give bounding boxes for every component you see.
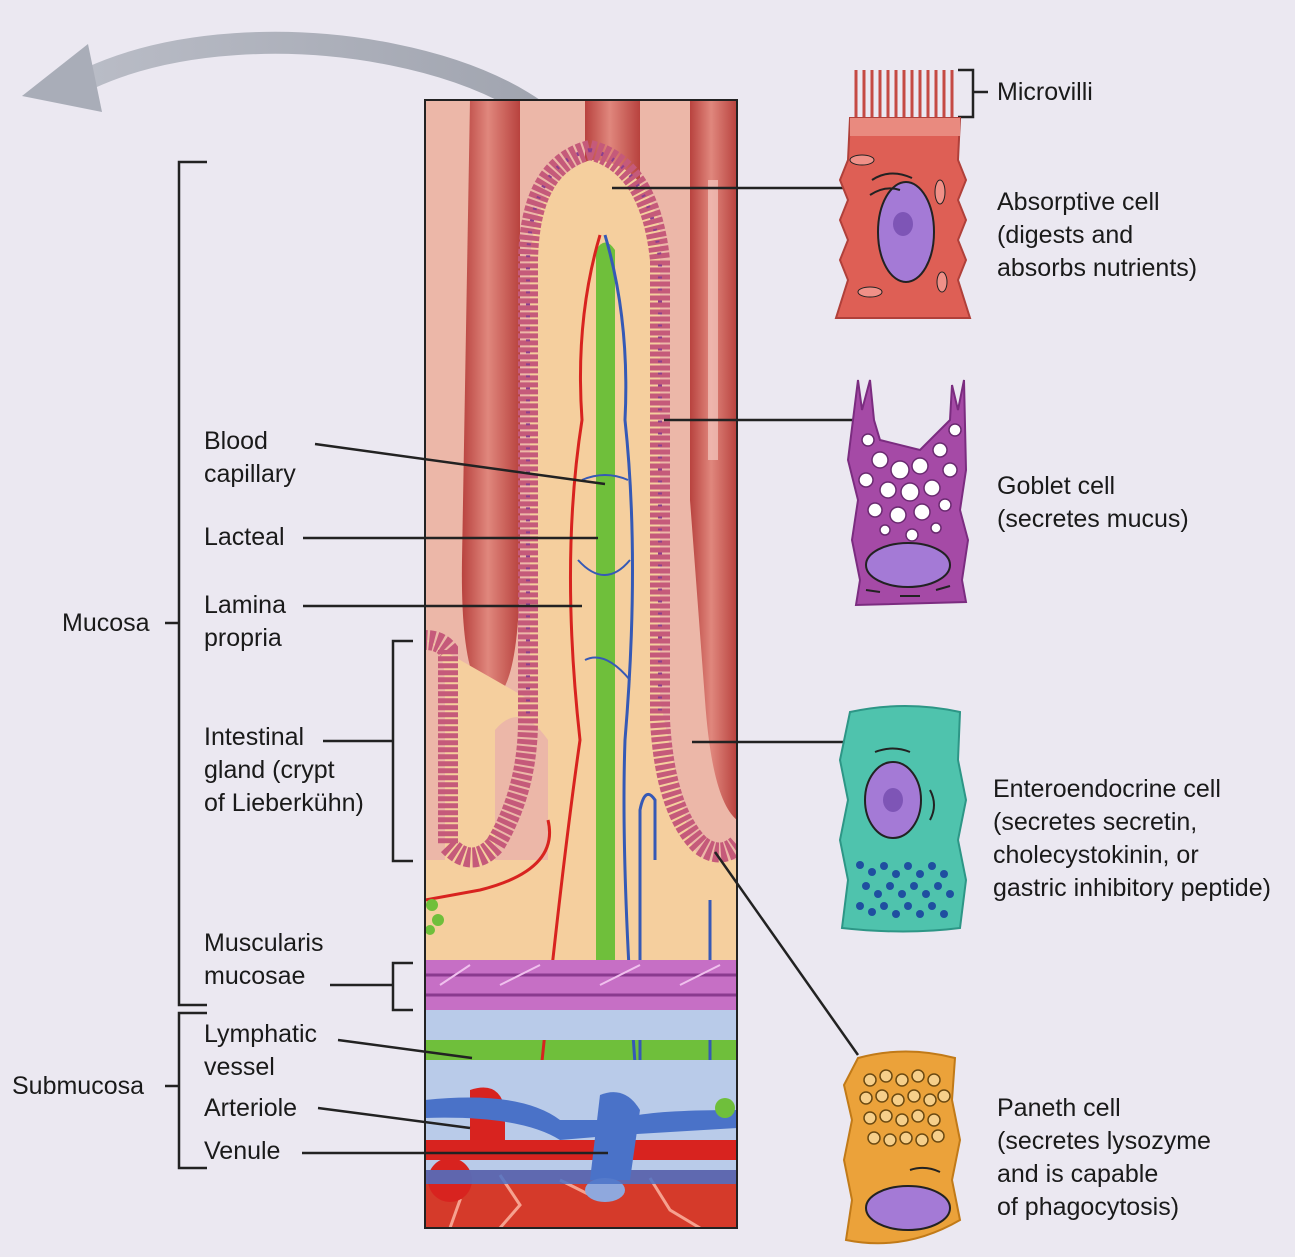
label-intestinal-gland: Intestinal gland (crypt of Lieberkühn) [204,721,364,820]
paneth-cell-illustration [844,1052,960,1244]
muscularis-bracket [330,963,413,1010]
microvilli-bracket [958,70,988,117]
enteroendocrine-cell-illustration [840,706,966,932]
label-enteroendocrine-cell: Enteroendocrine cell (secretes secretin,… [993,773,1271,905]
label-paneth-cell: Paneth cell (secretes lysozyme and is ca… [997,1092,1211,1224]
label-venule: Venule [204,1135,280,1168]
label-microvilli: Microvilli [997,76,1093,109]
label-goblet-cell: Goblet cell (secretes mucus) [997,470,1189,536]
label-arteriole: Arteriole [204,1092,297,1125]
label-lymphatic-vessel: Lymphatic vessel [204,1018,317,1084]
mucosa-bracket [165,162,207,1005]
submucosa-bracket [165,1013,207,1168]
label-blood-capillary: Blood capillary [204,425,296,491]
label-lacteal: Lacteal [204,521,285,554]
goblet-cell-illustration [848,380,968,605]
label-submucosa: Submucosa [12,1070,144,1103]
label-mucosa: Mucosa [62,607,150,640]
absorptive-cell-illustration [836,70,970,318]
label-muscularis-mucosae: Muscularis mucosae [204,927,323,993]
label-absorptive-cell: Absorptive cell (digests and absorbs nut… [997,186,1197,285]
label-lamina-propria: Lamina propria [204,589,286,655]
